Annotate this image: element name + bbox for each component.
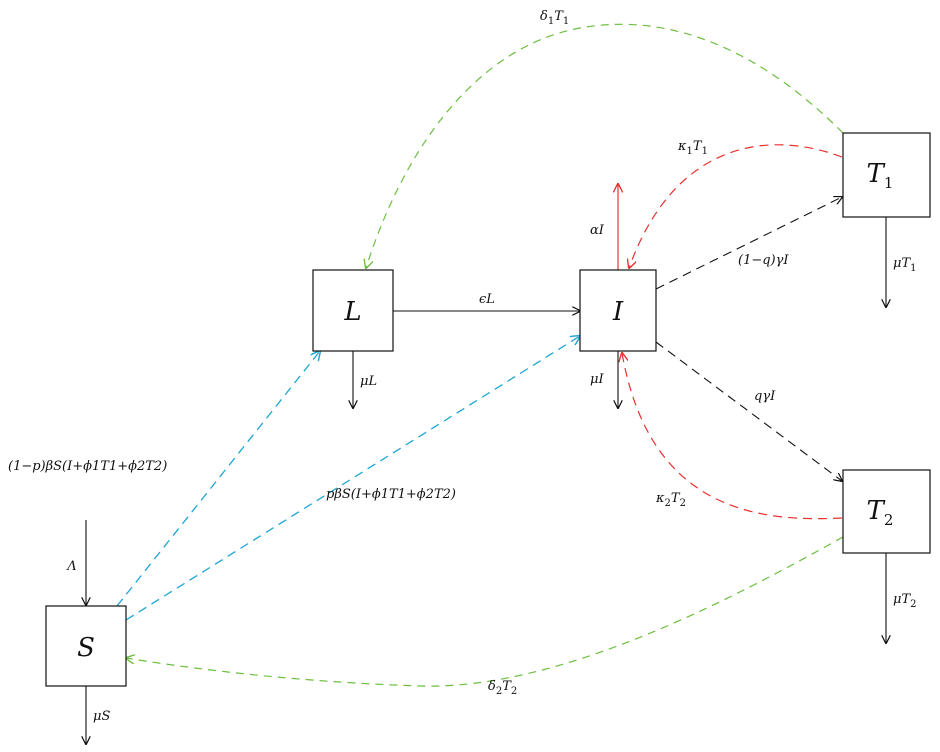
death-rate-t1-label: μT1 xyxy=(893,256,917,274)
disease-death-rate-label: αI xyxy=(590,223,605,238)
compartment-t2: T2 xyxy=(842,469,931,554)
recovery-rate-t2-label: δ2T2 xyxy=(488,679,517,697)
infection-rate-latent-label: (1−p)βS(I+ϕ1T1+ϕ2T2) xyxy=(8,459,167,474)
relapse-arrow-t2-to-i xyxy=(622,353,843,520)
compartment-t1-label: T1 xyxy=(867,159,894,192)
compartment-l: L xyxy=(312,269,394,352)
treatment-arrow-i-to-t2 xyxy=(655,341,842,481)
compartment-t2-label: T2 xyxy=(867,496,894,529)
compartment-i: I xyxy=(579,269,657,352)
death-rate-t2-label: μT2 xyxy=(893,592,917,610)
treatment-rate-t2-label: qγI xyxy=(754,389,776,404)
compartment-s: S xyxy=(45,605,127,687)
relapse-rate-t2-label: κ2T2 xyxy=(655,491,686,509)
death-rate-i-label: μI xyxy=(590,372,604,387)
recovery-arrow-t2-to-s xyxy=(126,536,844,687)
infection-rate-infectious-label: pβS(I+ϕ1T1+ϕ2T2) xyxy=(326,487,456,502)
compartment-t1: T1 xyxy=(842,132,931,218)
recovery-rate-t1-label: δ1T1 xyxy=(540,9,569,27)
recovery-arrow-t1-to-l xyxy=(366,23,844,268)
death-rate-s-label: μS xyxy=(93,709,110,724)
death-rate-l-label: μL xyxy=(360,374,377,389)
relapse-arrow-t1-to-i xyxy=(629,144,843,268)
compartment-s-label: S xyxy=(77,633,95,663)
progression-rate-label: ϵL xyxy=(479,292,495,307)
infection-arrow-s-to-l xyxy=(116,351,320,607)
recruitment-label: Λ xyxy=(66,559,76,574)
relapse-rate-t1-label: κ1T1 xyxy=(677,139,708,157)
treatment-arrow-i-to-t1 xyxy=(655,197,842,290)
compartment-i-label: I xyxy=(612,297,624,327)
compartment-l-label: L xyxy=(343,297,361,327)
treatment-rate-t1-label: (1−q)γI xyxy=(738,253,789,268)
